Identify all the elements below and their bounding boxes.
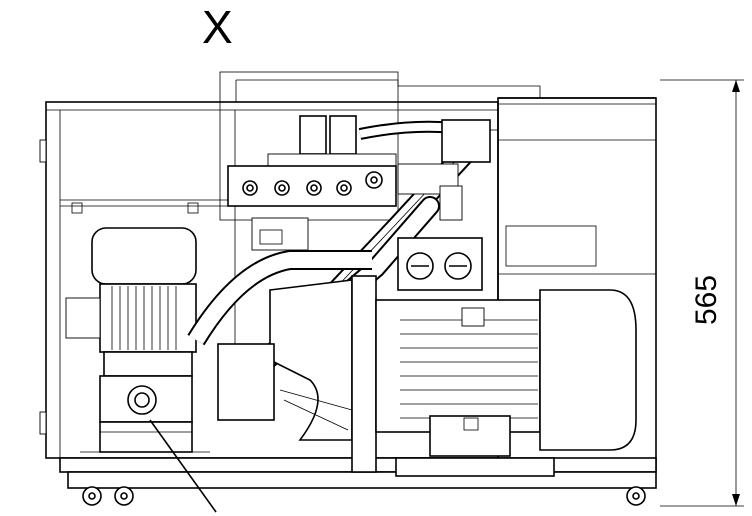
top-right-valve-block [397,119,491,221]
left-electric-motor [65,227,197,453]
caster-wheels [82,486,646,506]
detail-callout-label: X [202,1,233,53]
detail-callout-box [219,71,399,221]
pump-bell-housing [217,275,377,473]
valve-manifold [227,115,397,251]
leader-line [149,419,217,513]
pressure-gauges [397,237,483,291]
height-dimension [660,79,744,507]
motor-cooling-fins [111,286,177,350]
main-electric-motor [375,289,637,477]
